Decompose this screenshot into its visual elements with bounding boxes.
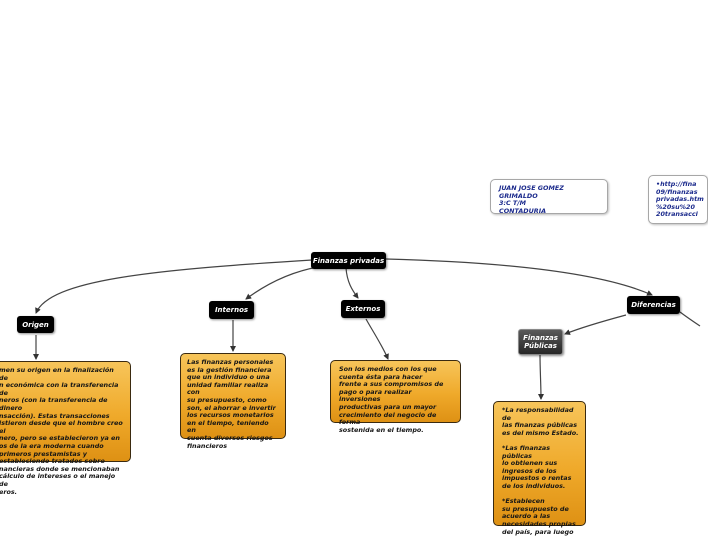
edge-root-internos bbox=[245, 266, 319, 300]
note-externos: Son los medios con los que cuenta ésta p… bbox=[330, 360, 461, 434]
mind-map-canvas: JUAN JOSE GOMEZ GRIMALDO 3:C T/M CONTADU… bbox=[0, 175, 708, 535]
note-internos: Las finanzas personales es la gestión fi… bbox=[180, 353, 286, 449]
connector-lines bbox=[33, 258, 701, 400]
edge-publicas-note bbox=[537, 353, 544, 400]
node-externos[interactable]: Externos bbox=[341, 300, 385, 318]
reference-link-box[interactable]: •http://fina 09/finanzas privadas.htm %2… bbox=[648, 175, 708, 224]
edge-diferencias-offscreen bbox=[679, 311, 701, 327]
edge-externos-note bbox=[365, 318, 389, 360]
edge-root-diferencias bbox=[385, 258, 653, 296]
node-origen[interactable]: Origen bbox=[17, 316, 54, 333]
edge-root-externos bbox=[345, 267, 359, 299]
node-internos[interactable]: Internos bbox=[209, 301, 254, 319]
node-finanzas-publicas[interactable]: Finanzas Públicas bbox=[518, 329, 563, 355]
node-diferencias[interactable]: Diferencias bbox=[627, 296, 680, 314]
edge-root-origen bbox=[35, 259, 313, 314]
root-node-finanzas-privadas[interactable]: Finanzas privadas bbox=[311, 252, 386, 269]
author-info-box: JUAN JOSE GOMEZ GRIMALDO 3:C T/M CONTADU… bbox=[490, 179, 608, 215]
note-finanzas-publicas: *La responsabilidad de las finanzas públ… bbox=[493, 401, 586, 535]
note-origen: men su origen en la finalización de n ec… bbox=[0, 361, 131, 495]
edge-diferencias-publicas bbox=[564, 314, 627, 335]
